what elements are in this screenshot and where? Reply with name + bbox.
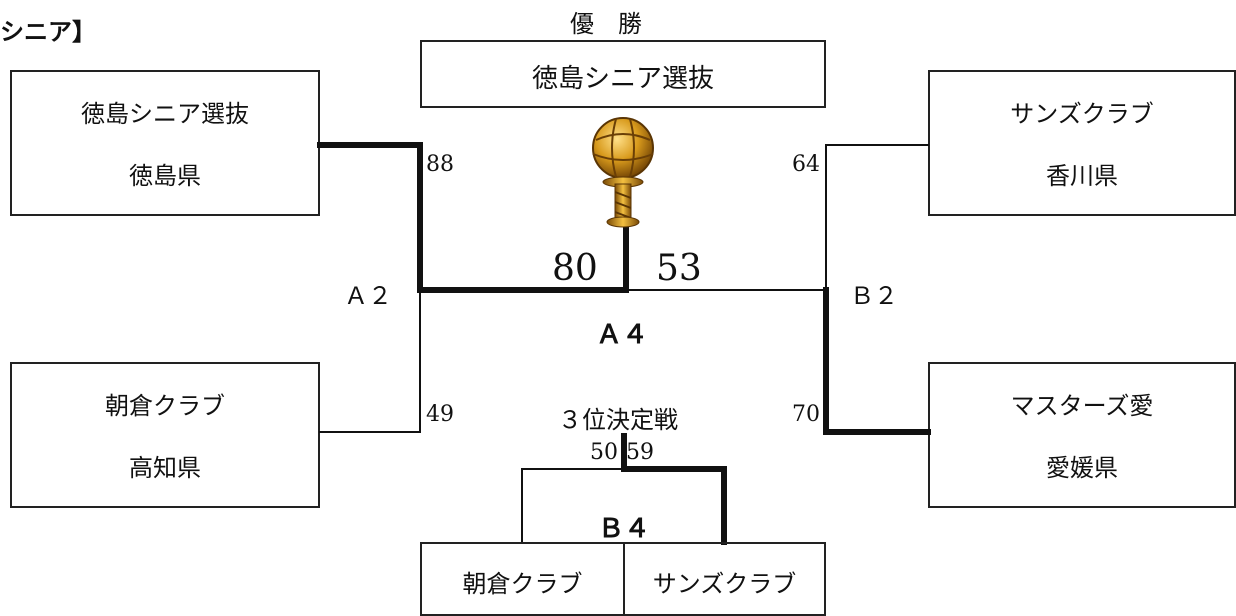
score-b-bottom: 70 — [792, 402, 820, 427]
team-prefecture: 徳島県 — [129, 162, 201, 190]
trophy-icon — [592, 117, 654, 228]
team-box-b-top: サンズクラブ 香川県 — [928, 70, 1236, 216]
score-a-bottom: 49 — [426, 402, 454, 427]
team-name: 徳島シニア選抜 — [81, 100, 249, 128]
third-place-team-right: サンズクラブ — [652, 570, 797, 598]
label-b4: Ｂ４ — [598, 514, 651, 544]
champion-box: 徳島シニア選抜 — [420, 40, 826, 108]
score-a-top: 88 — [426, 152, 454, 177]
third-place-box-left: 朝倉クラブ — [420, 542, 625, 616]
bracket-line-third-left — [521, 468, 625, 543]
champion-label: 優 勝 — [570, 10, 642, 38]
label-a2: Ａ２ — [344, 282, 392, 310]
team-name: サンズクラブ — [1010, 100, 1154, 128]
team-box-a-top: 徳島シニア選抜 徳島県 — [10, 70, 320, 216]
score-final-left: 80 — [552, 248, 598, 289]
team-box-b-bottom: マスターズ愛 愛媛県 — [928, 362, 1236, 508]
bracket-line-b-bottom — [823, 287, 931, 435]
team-prefecture: 高知県 — [129, 454, 201, 482]
bracket-line-b-top — [825, 144, 929, 291]
team-box-a-bottom: 朝倉クラブ 高知県 — [10, 362, 320, 508]
bracket-line-a-top — [317, 142, 423, 293]
third-place-team-left: 朝倉クラブ — [462, 570, 583, 598]
team-prefecture: 香川県 — [1046, 162, 1118, 190]
team-prefecture: 愛媛県 — [1046, 454, 1118, 482]
score-third-left: 50 — [590, 440, 618, 465]
champion-team: 徳島シニア選抜 — [531, 64, 714, 94]
score-third-right: 59 — [626, 440, 654, 465]
third-place-box-right: サンズクラブ — [623, 542, 826, 616]
label-third-place: ３位決定戦 — [558, 406, 678, 434]
bracket-line-a-bottom — [319, 289, 421, 433]
bracket-title: シニア】 — [0, 18, 96, 46]
label-a4: Ａ４ — [596, 320, 649, 350]
score-b-top: 64 — [792, 152, 820, 177]
bracket-line-third-right — [621, 433, 727, 545]
team-name: 朝倉クラブ — [105, 392, 225, 420]
label-b2: Ｂ２ — [850, 282, 898, 310]
score-final-right: 53 — [656, 248, 702, 289]
team-name: マスターズ愛 — [1010, 392, 1154, 420]
